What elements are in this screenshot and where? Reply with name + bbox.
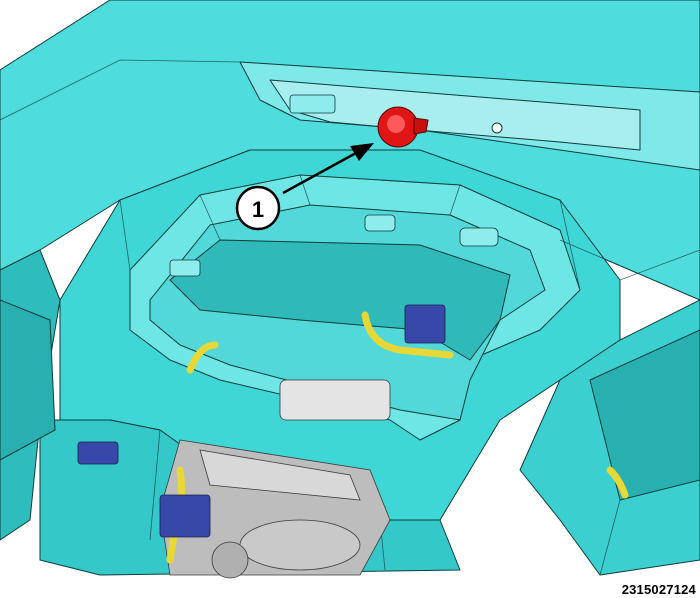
connector-column	[159, 494, 211, 538]
connector-left	[77, 441, 119, 465]
leader-arrow	[282, 143, 374, 195]
fastener-1	[377, 106, 429, 148]
callout-1-number: 1	[252, 197, 264, 222]
electrical-connectors	[77, 304, 446, 538]
instrument-panel-body	[0, 0, 700, 576]
screw-head	[491, 122, 503, 134]
steering-column-area	[159, 379, 391, 579]
connector-cluster	[404, 304, 446, 344]
figure-id: 2315027124	[621, 582, 696, 597]
cluster-mounting-tabs	[169, 94, 499, 277]
callout-1: 1	[235, 185, 281, 231]
